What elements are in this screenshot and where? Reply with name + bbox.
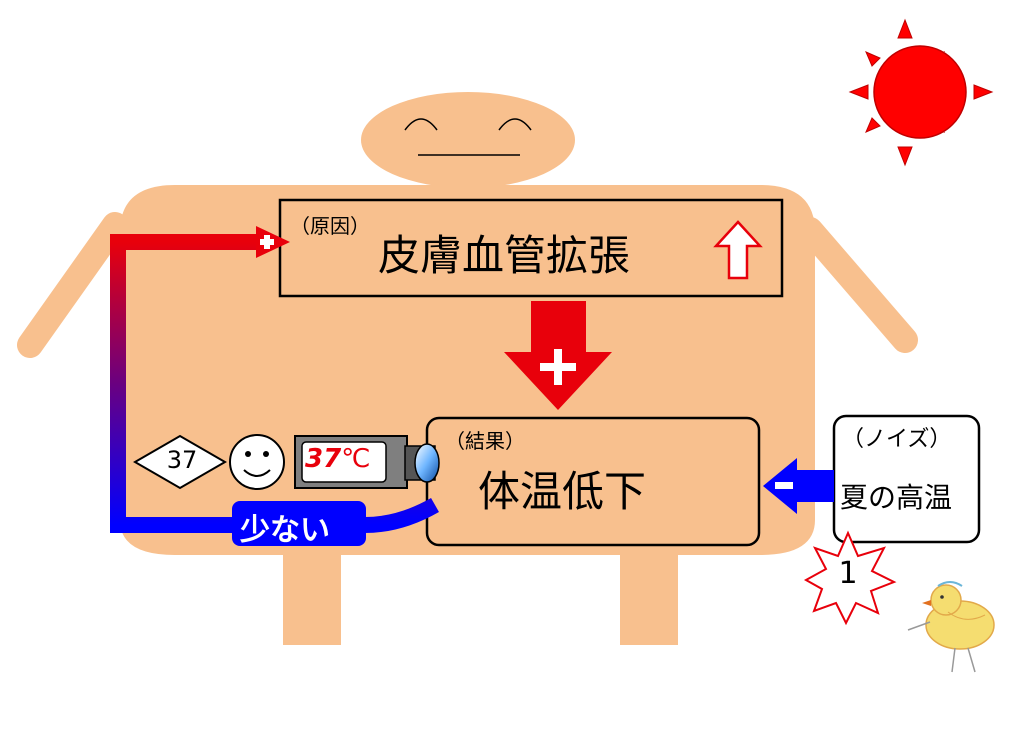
sun-icon [850,20,992,165]
thermometer-value: 37 [305,444,341,474]
head [361,92,575,188]
feedback-label: 少ない [240,505,330,549]
minus-sign [775,482,793,489]
left-arm [30,225,115,345]
right-leg [620,545,678,645]
thermometer-unit: ℃ [341,444,370,474]
thermometer-reading: 37℃ [305,444,370,474]
result-tag: （結果） [445,425,525,454]
smiley-face-icon [230,435,284,489]
cause-tag: （原因） [290,210,370,239]
result-title: 体温低下 [478,458,646,519]
chick-drawing [908,582,994,672]
left-leg [283,545,341,645]
noise-tag: （ノイズ） [842,421,951,453]
setpoint-value: 37 [157,446,207,474]
right-arm [810,230,905,340]
body-figure [30,92,905,645]
cause-title: 皮膚血管拡張 [378,222,630,283]
noise-count: 1 [838,556,858,591]
noise-title: 夏の高温 [840,476,952,516]
